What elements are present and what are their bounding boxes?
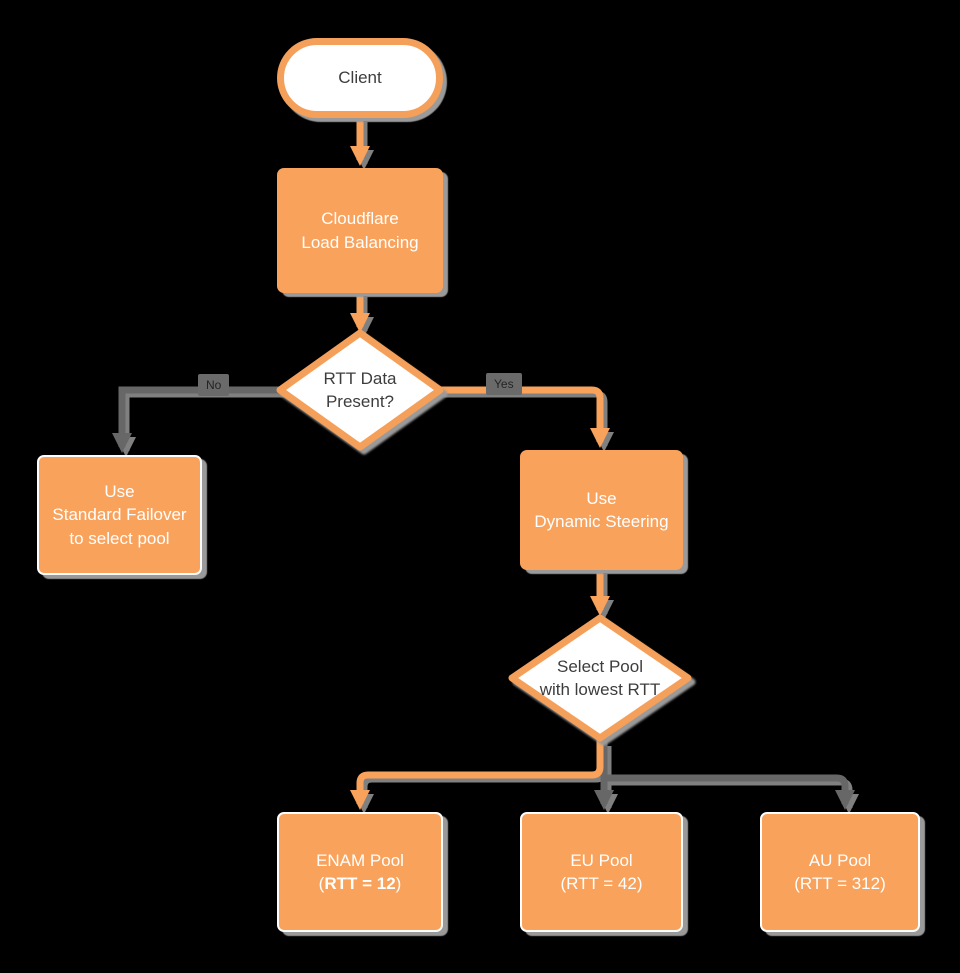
diamond-shape	[508, 614, 692, 742]
node-rttcheck-line2: Present?	[325, 392, 395, 411]
node-select-pool: Select Pool with lowest RTT	[506, 612, 694, 744]
node-cloudflare-line2: Load Balancing	[301, 232, 419, 252]
node-dynamic-line1: Use	[586, 488, 617, 508]
node-dynamic-steering: Use Dynamic Steering	[520, 450, 683, 570]
node-selectpool-line1: Select Pool	[557, 656, 643, 676]
edge-label-yes: Yes	[486, 373, 522, 395]
node-client-label: Client	[338, 68, 382, 88]
edge-selectpool-to-enam	[350, 738, 604, 810]
node-eu-pool: EU Pool (RTT = 42)	[520, 812, 683, 932]
node-au-line2: (RTT = 312)	[794, 874, 886, 893]
diamond-shape	[276, 329, 444, 451]
node-cloudflare-load-balancing: Cloudflare Load Balancing	[277, 168, 443, 293]
enam-rtt-value: RTT = 12	[324, 874, 396, 893]
edge-label-no: No	[198, 374, 230, 396]
node-client: Client	[277, 38, 443, 118]
node-rttcheck-line1: RTT Data	[323, 368, 397, 388]
node-failover-line2: Standard Failover	[52, 505, 187, 525]
node-enam-line1: ENAM Pool	[316, 850, 404, 870]
enam-paren-open: (	[318, 874, 325, 893]
node-standard-failover: Use Standard Failover to select pool	[37, 455, 202, 575]
node-enam-pool: ENAM Pool (RTT = 12)	[277, 812, 443, 932]
node-cloudflare-line1: Cloudflare	[321, 209, 399, 229]
node-failover-line3: to select pool	[69, 528, 170, 548]
node-eu-line2: (RTT = 42)	[560, 874, 643, 893]
edge-no-to-failover	[112, 386, 280, 453]
edge-yes-to-dynamic	[440, 386, 610, 448]
node-rtt-data-present: RTT Data Present?	[274, 327, 446, 453]
node-failover-line1: Use	[104, 481, 135, 501]
node-eu-line1: EU Pool	[570, 850, 633, 870]
enam-paren-close: )	[395, 874, 402, 893]
node-enam-line2: (RTT = 12)	[319, 872, 402, 895]
node-au-line1: AU Pool	[808, 850, 872, 870]
node-dynamic-line2: Dynamic Steering	[534, 512, 669, 531]
edge-selectpool-to-au	[600, 742, 855, 810]
node-au-pool: AU Pool (RTT = 312)	[760, 812, 920, 932]
node-selectpool-line2: with lowest RTT	[539, 680, 661, 699]
